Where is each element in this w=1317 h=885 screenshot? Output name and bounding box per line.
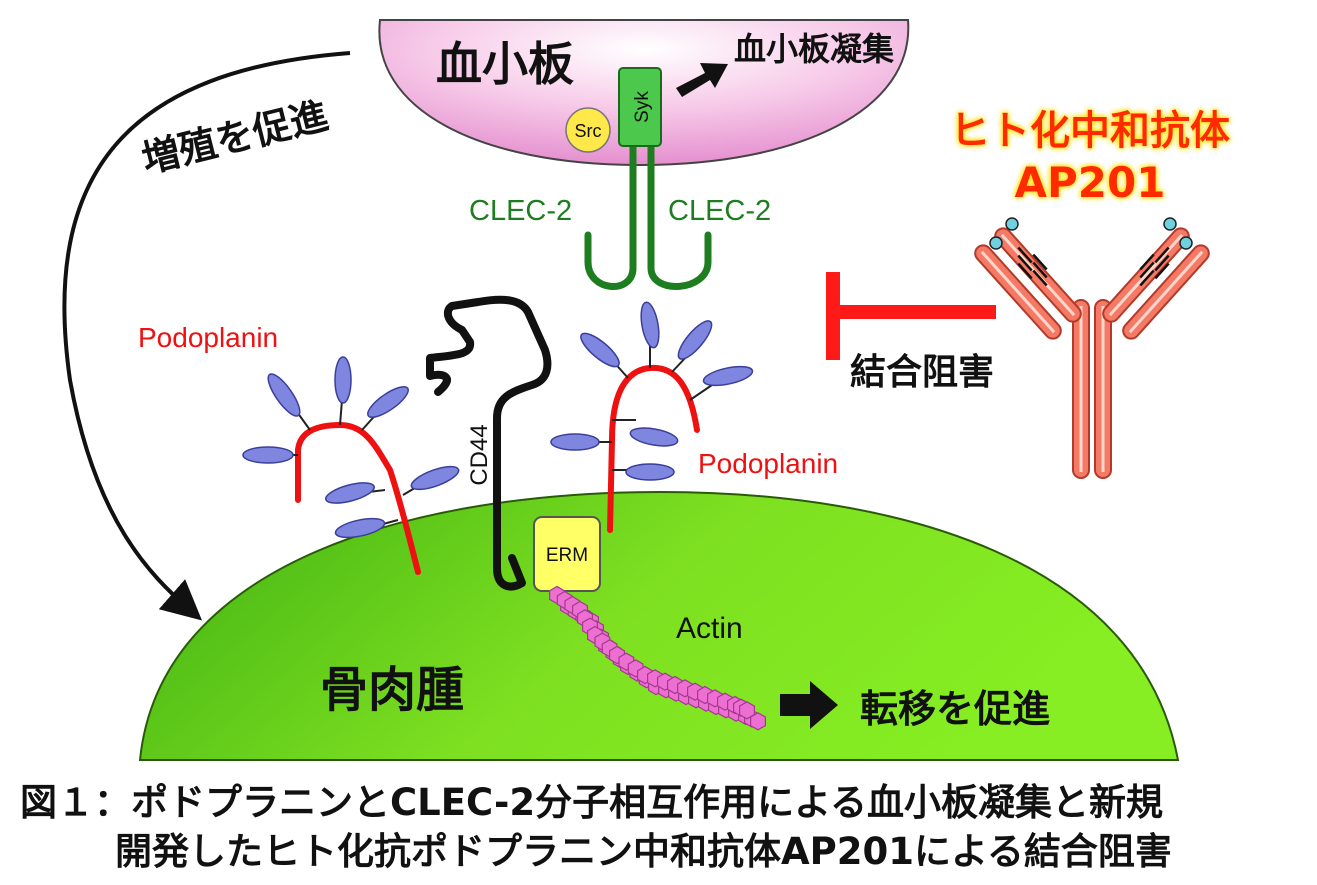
- antibody-band: [1139, 253, 1155, 271]
- glycan-stalk: [339, 399, 343, 426]
- antibody-highlight: [1128, 250, 1204, 334]
- osteosarcoma-label: 骨肉腫: [320, 662, 464, 718]
- antibody-band: [1139, 269, 1155, 287]
- glycan-chain: [367, 386, 409, 418]
- figure-caption-line1: 図１：ポドプラニンとCLEC-2分子相互作用による血小板凝集と新規: [20, 781, 1163, 824]
- glycan-chain: [242, 446, 294, 464]
- antibody-band: [1017, 246, 1033, 264]
- antibody-ap201: [974, 217, 1210, 479]
- actin-monomer: [738, 701, 756, 720]
- podoplanin-right-label: Podoplanin: [698, 448, 838, 479]
- antibody-binding-tip: [1179, 236, 1193, 250]
- glycan-chain: [550, 433, 600, 451]
- actin-filament: [548, 585, 767, 731]
- proliferation-label: 増殖を促進: [137, 93, 332, 182]
- actin-monomer: [749, 712, 767, 731]
- antibody-band: [1017, 254, 1033, 272]
- antibody-binding-tip: [1163, 217, 1177, 231]
- antibody-band: [1154, 262, 1170, 280]
- src-kinase: [565, 107, 611, 153]
- glycan-chain: [677, 320, 713, 360]
- src-label: Src: [575, 121, 602, 141]
- platelet-label: 血小板: [436, 37, 574, 91]
- glycan-chain: [640, 301, 660, 349]
- antibody-binding-tip: [1005, 217, 1019, 231]
- antibody-band: [1032, 253, 1048, 271]
- antibody-band: [1032, 269, 1048, 287]
- glycan-chain: [625, 463, 675, 481]
- osteosarcoma-cell: [138, 490, 1180, 761]
- actin-label: Actin: [676, 612, 743, 645]
- antibody-band: [1017, 262, 1033, 280]
- glycan-chain: [334, 356, 352, 404]
- glycan-chain: [702, 365, 754, 387]
- erm-protein: [533, 516, 601, 592]
- clec2-receptor-right: [647, 141, 712, 290]
- aggregation-arrow: [676, 63, 728, 97]
- clec2-receptor-left: [584, 141, 637, 290]
- cd44-label: CD44: [466, 424, 493, 485]
- glycan-chain: [267, 373, 301, 417]
- erm-label: ERM: [546, 545, 588, 566]
- antibody-label-line1: ヒト化中和抗体: [950, 108, 1230, 154]
- syk-label: Syk: [632, 91, 653, 123]
- syk-kinase: [618, 67, 662, 147]
- glycan-chain: [334, 517, 386, 539]
- metastasis-arrow: [780, 681, 838, 729]
- glycan-chain: [410, 465, 460, 491]
- clec2-right-label: CLEC-2: [668, 195, 771, 227]
- antibody-binding-tip: [989, 236, 1003, 250]
- podoplanin-right: [607, 364, 700, 533]
- antibody-label-line2: AP201: [1015, 158, 1166, 207]
- antibody-band: [1032, 261, 1048, 279]
- antibody-highlight: [980, 250, 1056, 334]
- podoplanin-left-label: Podoplanin: [138, 322, 278, 353]
- aggregation-label: 血小板凝集: [734, 30, 894, 68]
- figure-caption-line2: 開発したヒト化抗ポドプラニン中和抗体AP201による結合阻害: [115, 830, 1172, 873]
- metastasis-label: 転移を促進: [860, 687, 1050, 731]
- glycans-right: [550, 301, 754, 481]
- glycan-stalk: [689, 384, 713, 401]
- antibody-highlight: [1108, 233, 1184, 317]
- antibody-band: [1154, 246, 1170, 264]
- cd44-molecule: [426, 295, 552, 591]
- antibody-band: [1154, 254, 1170, 272]
- clec2-left-label: CLEC-2: [469, 195, 572, 227]
- binding-inhibition-label: 結合阻害: [850, 352, 994, 393]
- proliferation-arrow: [62, 51, 351, 621]
- glycan-chain: [325, 482, 375, 504]
- binding-block-symbol: [826, 272, 996, 360]
- glycan-chain: [580, 332, 620, 368]
- glycans-left: [242, 356, 460, 539]
- podoplanin-left: [295, 421, 421, 575]
- antibody-band: [1139, 261, 1155, 279]
- glycan-chain: [629, 427, 679, 447]
